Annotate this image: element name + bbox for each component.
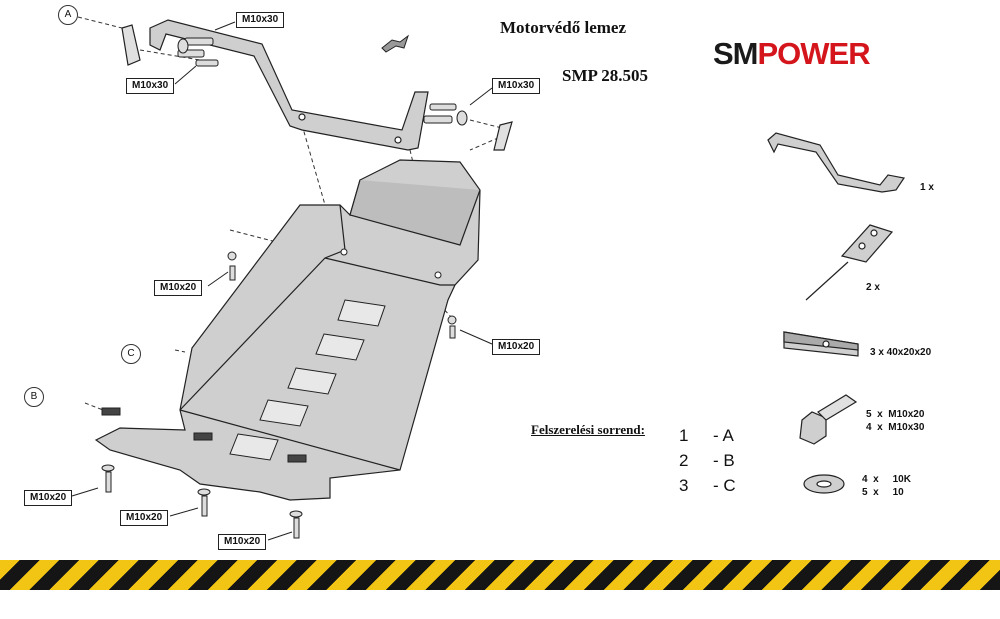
callout-b: B [24,387,44,407]
assembly-step: 3 - C [679,476,736,496]
bracket-bolts [177,37,468,126]
plate-vents [229,299,386,461]
assembly-order-title: Felszerelési sorrend: [531,422,645,437]
callout-a: A [58,5,78,25]
step-number: 1 [679,426,689,445]
bolt-label-top-right: M10x30 [492,78,541,94]
brand-power: POWER [757,36,871,71]
step-part: - C [713,476,736,495]
qty-plate-nut: 2 x [866,282,880,293]
bolt-label-top-left-1: M10x30 [236,12,285,28]
assembly-step: 1 - A [679,426,734,446]
qty-spacer: 3 x 40x20x20 [870,347,932,358]
hazard-stripe-band [0,560,1000,590]
front-bracket [121,19,513,151]
bolt-label-bottom-2: M10x20 [120,510,169,526]
brand-logo: SMPOWER [713,36,871,72]
assembly-step: 2 - B [679,451,735,471]
bolt-label-plate-right: M10x20 [492,339,541,355]
direction-arrow [381,34,409,53]
step-number: 2 [679,451,689,470]
step-number: 3 [679,476,689,495]
brand-sm: SM [713,36,758,71]
qty-bracket: 1 x [920,182,934,193]
bolt-label-plate-left: M10x20 [154,280,203,296]
product-code: SMP 28.505 [562,66,648,85]
skid-plate [94,159,481,501]
diagram-title: Motorvédő lemez [500,18,627,37]
bolt-label-bottom-1: M10x20 [24,490,73,506]
step-part: - A [713,426,734,445]
step-part: - B [713,451,735,470]
bolt-label-bottom-3: M10x20 [218,534,267,550]
plate-fasteners [101,248,457,539]
qty-bolts: 5 x M10x20 4 x M10x30 [866,409,925,433]
label-leaders [71,21,493,541]
qty-washers: 4 x 10K 5 x 10 [862,474,911,498]
bolt-label-top-left-2: M10x30 [126,78,175,94]
callout-c: C [121,344,141,364]
parts-icons [767,132,906,494]
